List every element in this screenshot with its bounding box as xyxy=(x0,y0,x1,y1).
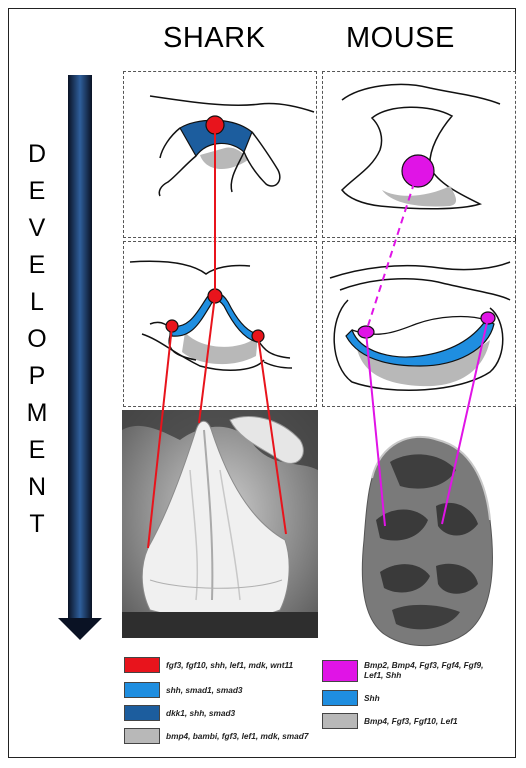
legend-swatch xyxy=(322,660,358,682)
shark-early-bud xyxy=(150,96,314,196)
legend-label: Shh xyxy=(364,693,514,703)
mouse-late-bud xyxy=(330,262,510,390)
legend-label: dkk1, shh, smad3 xyxy=(166,708,316,718)
legend-swatch xyxy=(124,705,160,721)
legend-label: shh, smad1, smad3 xyxy=(166,685,316,695)
mouse-early-bud xyxy=(342,84,500,208)
mouse-molar-3d-image xyxy=(362,437,492,646)
legend-label: Bmp4, Fgf3, Fgf10, Lef1 xyxy=(364,716,514,726)
legend-swatch xyxy=(124,682,160,698)
legend-label: fgf3, fgf10, shh, lef1, mdk, wnt11 xyxy=(166,660,316,670)
legend-label: bmp4, bambi, fgf3, lef1, mdk, smad7 xyxy=(166,731,336,741)
legend-swatch xyxy=(322,690,358,706)
legend-swatch xyxy=(124,728,160,744)
shark-late-bud xyxy=(130,261,292,370)
legend-swatch xyxy=(124,657,160,673)
legend-label: Bmp2, Bmp4, Fgf3, Fgf4, Fgf9, Lef1, Shh xyxy=(364,660,494,680)
development-arrow xyxy=(58,75,102,640)
legend-swatch xyxy=(322,713,358,729)
